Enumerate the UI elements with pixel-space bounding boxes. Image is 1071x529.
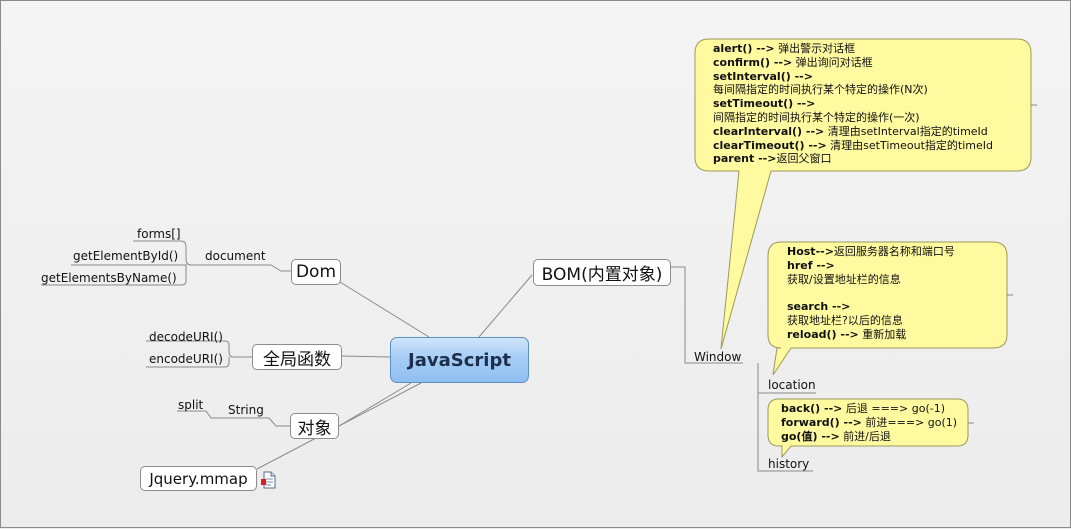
leaf-encode-uri[interactable]: encodeURI()	[149, 352, 223, 366]
location-callout-line: 获取地址栏?以后的信息	[787, 314, 955, 328]
callout-code: alert() -->	[713, 42, 775, 55]
callout-description: 清理由setInterval指定的timeId	[824, 124, 988, 138]
window-callout-line: parent -->返回父窗口	[713, 152, 993, 166]
history-callout-text: back() --> 后退 ===> go(-1)forward() --> 前…	[781, 402, 957, 443]
leaf-history[interactable]: history	[768, 457, 810, 471]
location-callout-line: href -->	[787, 259, 955, 273]
callout-code: parent -->	[713, 152, 777, 166]
history-callout-line: back() --> 后退 ===> go(-1)	[781, 402, 957, 416]
location-callout-line: Host-->返回服务器名称和端口号	[787, 245, 955, 259]
leaf-window[interactable]: Window	[694, 350, 742, 364]
window-callout-line: setInterval() -->	[713, 70, 993, 84]
callout-description: 后退 ===> go(-1)	[842, 402, 945, 415]
callout-code: href -->	[787, 258, 835, 272]
callout-description: 获取/设置地址栏的信息	[787, 272, 901, 286]
branch-object[interactable]: 对象	[290, 413, 339, 439]
location-callout-line: 获取/设置地址栏的信息	[787, 273, 955, 287]
branch-bom[interactable]: BOM(内置对象)	[533, 259, 671, 286]
callout-description: 获取地址栏?以后的信息	[787, 313, 903, 327]
window-callout-line: clearTimeout() --> 清理由setTimeout指定的timeI…	[713, 139, 993, 153]
history-callout-line: go(值) --> 前进/后退	[781, 430, 957, 444]
callout-description: 弹出询问对话框	[792, 55, 873, 69]
callout-code: reload() -->	[787, 327, 859, 341]
callout-code: clearTimeout() -->	[713, 138, 827, 152]
document-link-icon[interactable]	[261, 471, 277, 489]
callout-code: confirm() -->	[713, 55, 793, 69]
location-callout-line: reload() --> 重新加载	[787, 328, 955, 342]
callout-description: 清理由setTimeout指定的timeId	[826, 138, 994, 152]
branch-global-functions[interactable]: 全局函数	[252, 344, 342, 370]
callout-description: 返回服务器名称和端口号	[833, 245, 955, 258]
location-callout-line: search -->	[787, 300, 955, 314]
callout-description: 前进===> go(1)	[861, 415, 958, 429]
window-callout-line: alert() --> 弹出警示对话框	[713, 42, 993, 56]
callout-description: 返回父窗口	[776, 152, 832, 166]
callout-code: forward() -->	[781, 415, 862, 429]
window-callout-line: confirm() --> 弹出询问对话框	[713, 56, 993, 70]
leaf-get-elements-by-name[interactable]: getElementsByName()	[41, 271, 177, 285]
callout-code: search -->	[787, 300, 851, 314]
history-callout-shape	[767, 398, 969, 459]
callout-description: 每间隔指定的时间执行某个特定的操作(N次)	[713, 83, 928, 97]
location-callout-line	[787, 286, 955, 300]
callout-code: setInterval() -->	[713, 69, 813, 83]
window-callout-line: 每间隔指定的时间执行某个特定的操作(N次)	[713, 83, 993, 97]
leaf-forms[interactable]: forms[]	[137, 227, 181, 241]
window-callout-line: 间隔指定的时间执行某个特定的操作(一次)	[713, 111, 993, 125]
leaf-decode-uri[interactable]: decodeURI()	[149, 330, 223, 344]
branch-jquery-mmap[interactable]: Jquery.mmap	[140, 466, 257, 491]
leaf-document[interactable]: document	[205, 249, 266, 263]
leaf-get-element-by-id[interactable]: getElementById()	[73, 249, 179, 263]
callout-description: 重新加载	[858, 327, 907, 341]
location-callout-shape	[767, 241, 1008, 376]
window-callout-shape	[694, 38, 1032, 350]
callout-description: 间隔指定的时间执行某个特定的操作(一次)	[713, 110, 920, 124]
callout-code: go(值) -->	[781, 429, 840, 443]
callout-code: back() -->	[781, 402, 843, 415]
callout-code: setTimeout() -->	[713, 97, 816, 111]
callout-description: 弹出警示对话框	[774, 42, 856, 55]
branch-dom[interactable]: Dom	[291, 259, 341, 285]
leaf-location[interactable]: location	[768, 378, 816, 392]
callout-code: clearInterval() -->	[713, 124, 825, 138]
leaf-string[interactable]: String	[228, 403, 264, 417]
leaf-split[interactable]: split	[178, 398, 204, 412]
window-callout-line: setTimeout() -->	[713, 97, 993, 111]
callout-code: Host-->	[787, 245, 834, 258]
callout-description: 前进/后退	[839, 429, 891, 443]
history-callout-line: forward() --> 前进===> go(1)	[781, 416, 957, 430]
window-callout-line: clearInterval() --> 清理由setInterval指定的tim…	[713, 125, 993, 139]
root-node-javascript[interactable]: JavaScript	[390, 337, 529, 383]
